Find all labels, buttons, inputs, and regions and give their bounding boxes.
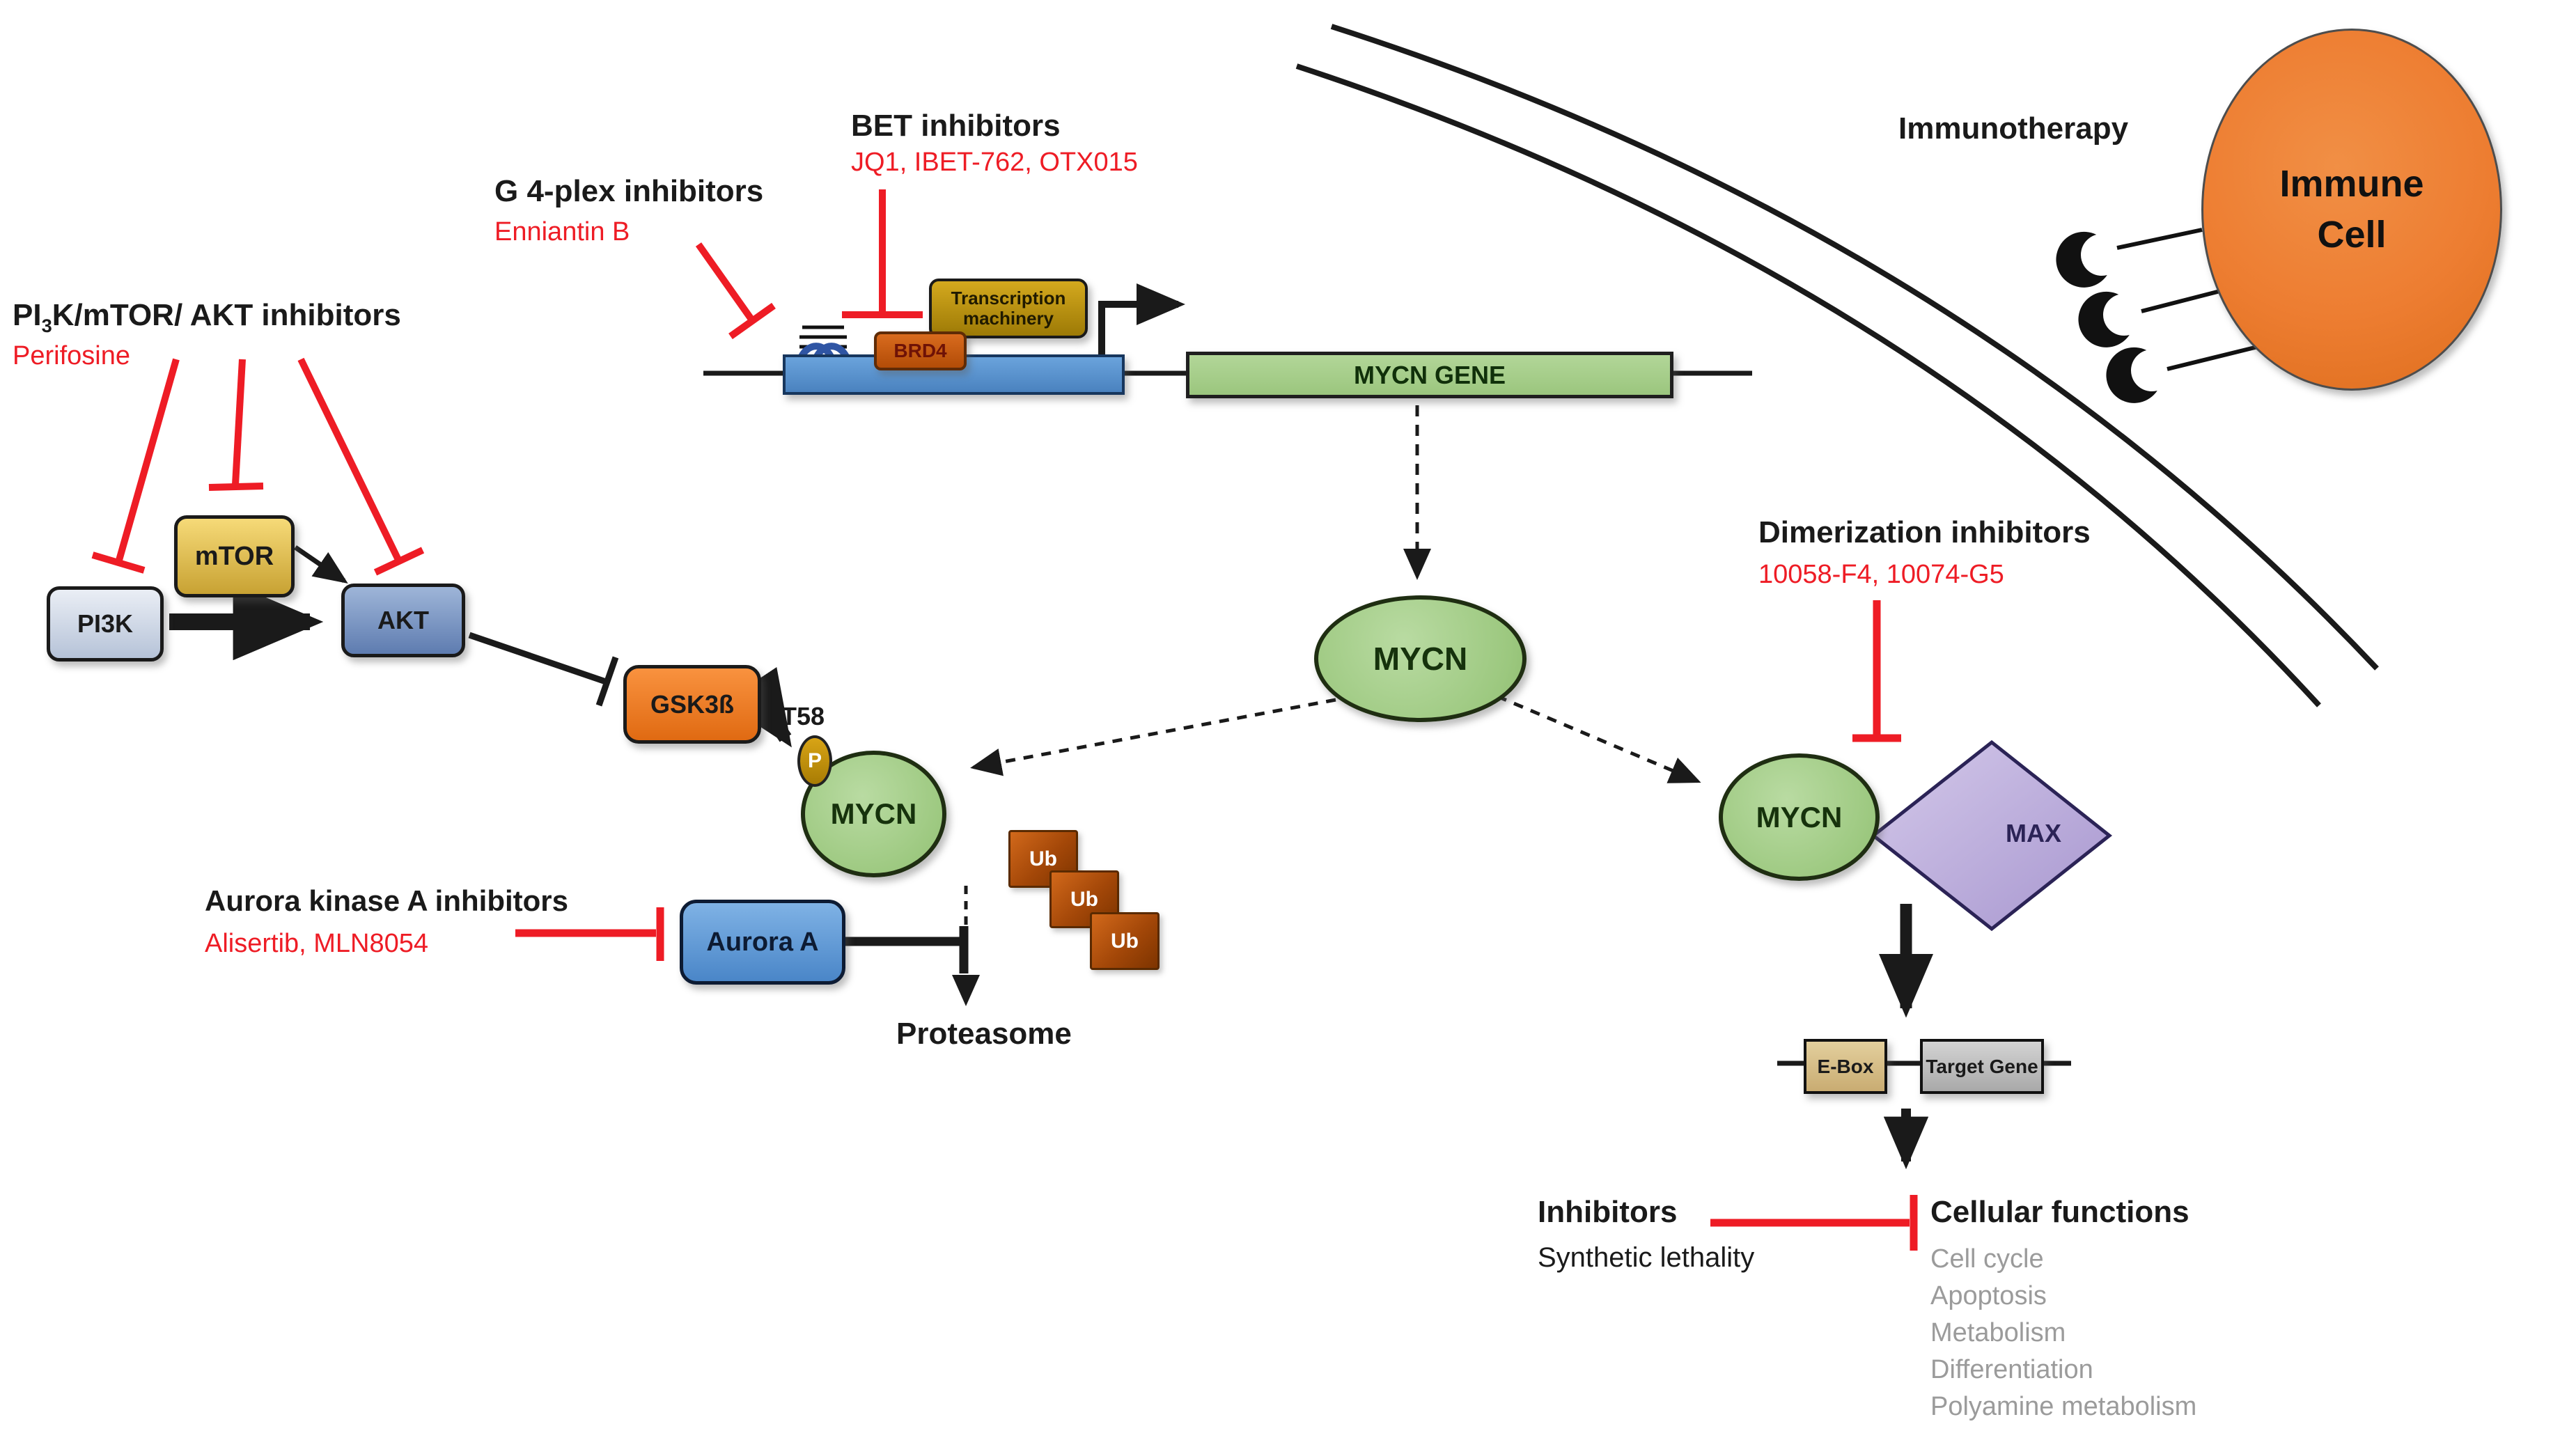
immune-cell-line2: Cell bbox=[2317, 214, 2387, 256]
inhibit-line-g4plex bbox=[695, 242, 776, 340]
gsk3b-node: GSK3ß bbox=[623, 665, 761, 744]
mycn-gene-node: MYCN GENE bbox=[1186, 352, 1673, 398]
inhibit-line-perifosine-akt bbox=[297, 357, 425, 576]
brd4-node: BRD4 bbox=[874, 331, 967, 370]
ubiquitin-badge: Ub bbox=[1090, 912, 1160, 970]
list-item: Metabolism bbox=[1930, 1318, 2066, 1347]
antibody-receptor-icon bbox=[2106, 345, 2258, 403]
ubiquitin-badge: Ub bbox=[1008, 830, 1078, 888]
target-gene-node: Target Gene bbox=[1920, 1039, 2044, 1094]
g4plex-inhibitors-label: G 4-plex inhibitors bbox=[494, 174, 764, 208]
bet-drugs-label: JQ1, IBET-762, OTX015 bbox=[851, 148, 1138, 177]
inhibit-line-bet bbox=[842, 189, 923, 318]
aurora-a-node: Aurora A bbox=[680, 900, 845, 985]
mycn-node-phospho: MYCN bbox=[801, 751, 946, 877]
inhibit-line-akt-gsk3b bbox=[468, 632, 619, 707]
pi3k-node: PI3K bbox=[47, 586, 164, 662]
inhibit-line-dimerization bbox=[1852, 600, 1901, 742]
transcription-machinery-line2: machinery bbox=[962, 308, 1054, 329]
phospho-p-badge: P bbox=[797, 735, 832, 787]
t58-label: T58 bbox=[781, 702, 825, 730]
arrow-gsk3b-phospho bbox=[723, 666, 792, 748]
dimerization-inhibitors-label: Dimerization inhibitors bbox=[1758, 515, 2091, 549]
antibody-receptor-icon bbox=[2078, 289, 2221, 347]
cellular-functions-title: Cellular functions bbox=[1930, 1195, 2189, 1229]
dashed-arrow-mycn-phospho-mycn bbox=[970, 698, 1336, 776]
perifosine-label: Perifosine bbox=[13, 341, 130, 370]
g-quadruplex-icon bbox=[797, 325, 850, 360]
cell-membrane-outer-line bbox=[1330, 24, 2379, 671]
cell-membrane-inner-line bbox=[1295, 63, 2321, 707]
synthetic-lethality-label: Synthetic lethality bbox=[1538, 1242, 1755, 1273]
list-item: Polyamine metabolism bbox=[1930, 1392, 2197, 1421]
ebox-node: E-Box bbox=[1804, 1039, 1887, 1094]
inhibit-line-aurora-a-degradation bbox=[841, 926, 969, 973]
inhibitors-label: Inhibitors bbox=[1538, 1195, 1678, 1229]
transcription-start-arrow bbox=[1098, 283, 1185, 355]
immunotherapy-label: Immunotherapy bbox=[1898, 111, 2129, 146]
inhibit-line-perifosine-pi3k bbox=[91, 358, 180, 574]
bet-inhibitors-label: BET inhibitors bbox=[851, 109, 1061, 143]
aurora-inhibitors-label: Aurora kinase A inhibitors bbox=[205, 884, 568, 917]
aurora-drugs-label: Alisertib, MLN8054 bbox=[205, 929, 429, 958]
antibody-receptor-icon bbox=[2056, 228, 2203, 288]
enniantin-label: Enniantin B bbox=[494, 217, 630, 246]
max-label: MAX bbox=[2006, 819, 2061, 847]
max-diamond bbox=[1870, 739, 2113, 932]
mycn-node-center: MYCN bbox=[1314, 595, 1527, 722]
dashed-arrow-mycn-mycnmax bbox=[1497, 694, 1701, 783]
proteasome-label: Proteasome bbox=[896, 1017, 1072, 1051]
mycn-node-dimer: MYCN bbox=[1719, 753, 1880, 881]
list-item: Apoptosis bbox=[1930, 1281, 2047, 1310]
cellular-functions-list: Cell cycle Apoptosis Metabolism Differen… bbox=[1930, 1241, 2196, 1425]
immune-cell-line1: Immune bbox=[2279, 163, 2424, 205]
inhibit-line-synthetic-lethality bbox=[1710, 1195, 1918, 1251]
list-item: Cell cycle bbox=[1930, 1244, 2044, 1274]
inhibit-line-aurora bbox=[515, 907, 664, 961]
list-item: Differentiation bbox=[1930, 1355, 2093, 1384]
dimerization-drugs-label: 10058-F4, 10074-G5 bbox=[1758, 560, 2004, 589]
transcription-machinery-line1: Transcription bbox=[951, 288, 1066, 309]
inhibit-line-perifosine-mtor bbox=[208, 359, 264, 491]
arrow-mtor-akt bbox=[294, 545, 348, 584]
transcription-machinery-node: Transcription machinery bbox=[929, 279, 1088, 338]
immune-cell: Immune Cell bbox=[2201, 29, 2502, 391]
mtor-node: mTOR bbox=[174, 515, 295, 597]
akt-node: AKT bbox=[341, 584, 465, 657]
pi3k-akt-inhibitors-label: PI3K/mTOR/ AKT inhibitors bbox=[13, 298, 401, 336]
